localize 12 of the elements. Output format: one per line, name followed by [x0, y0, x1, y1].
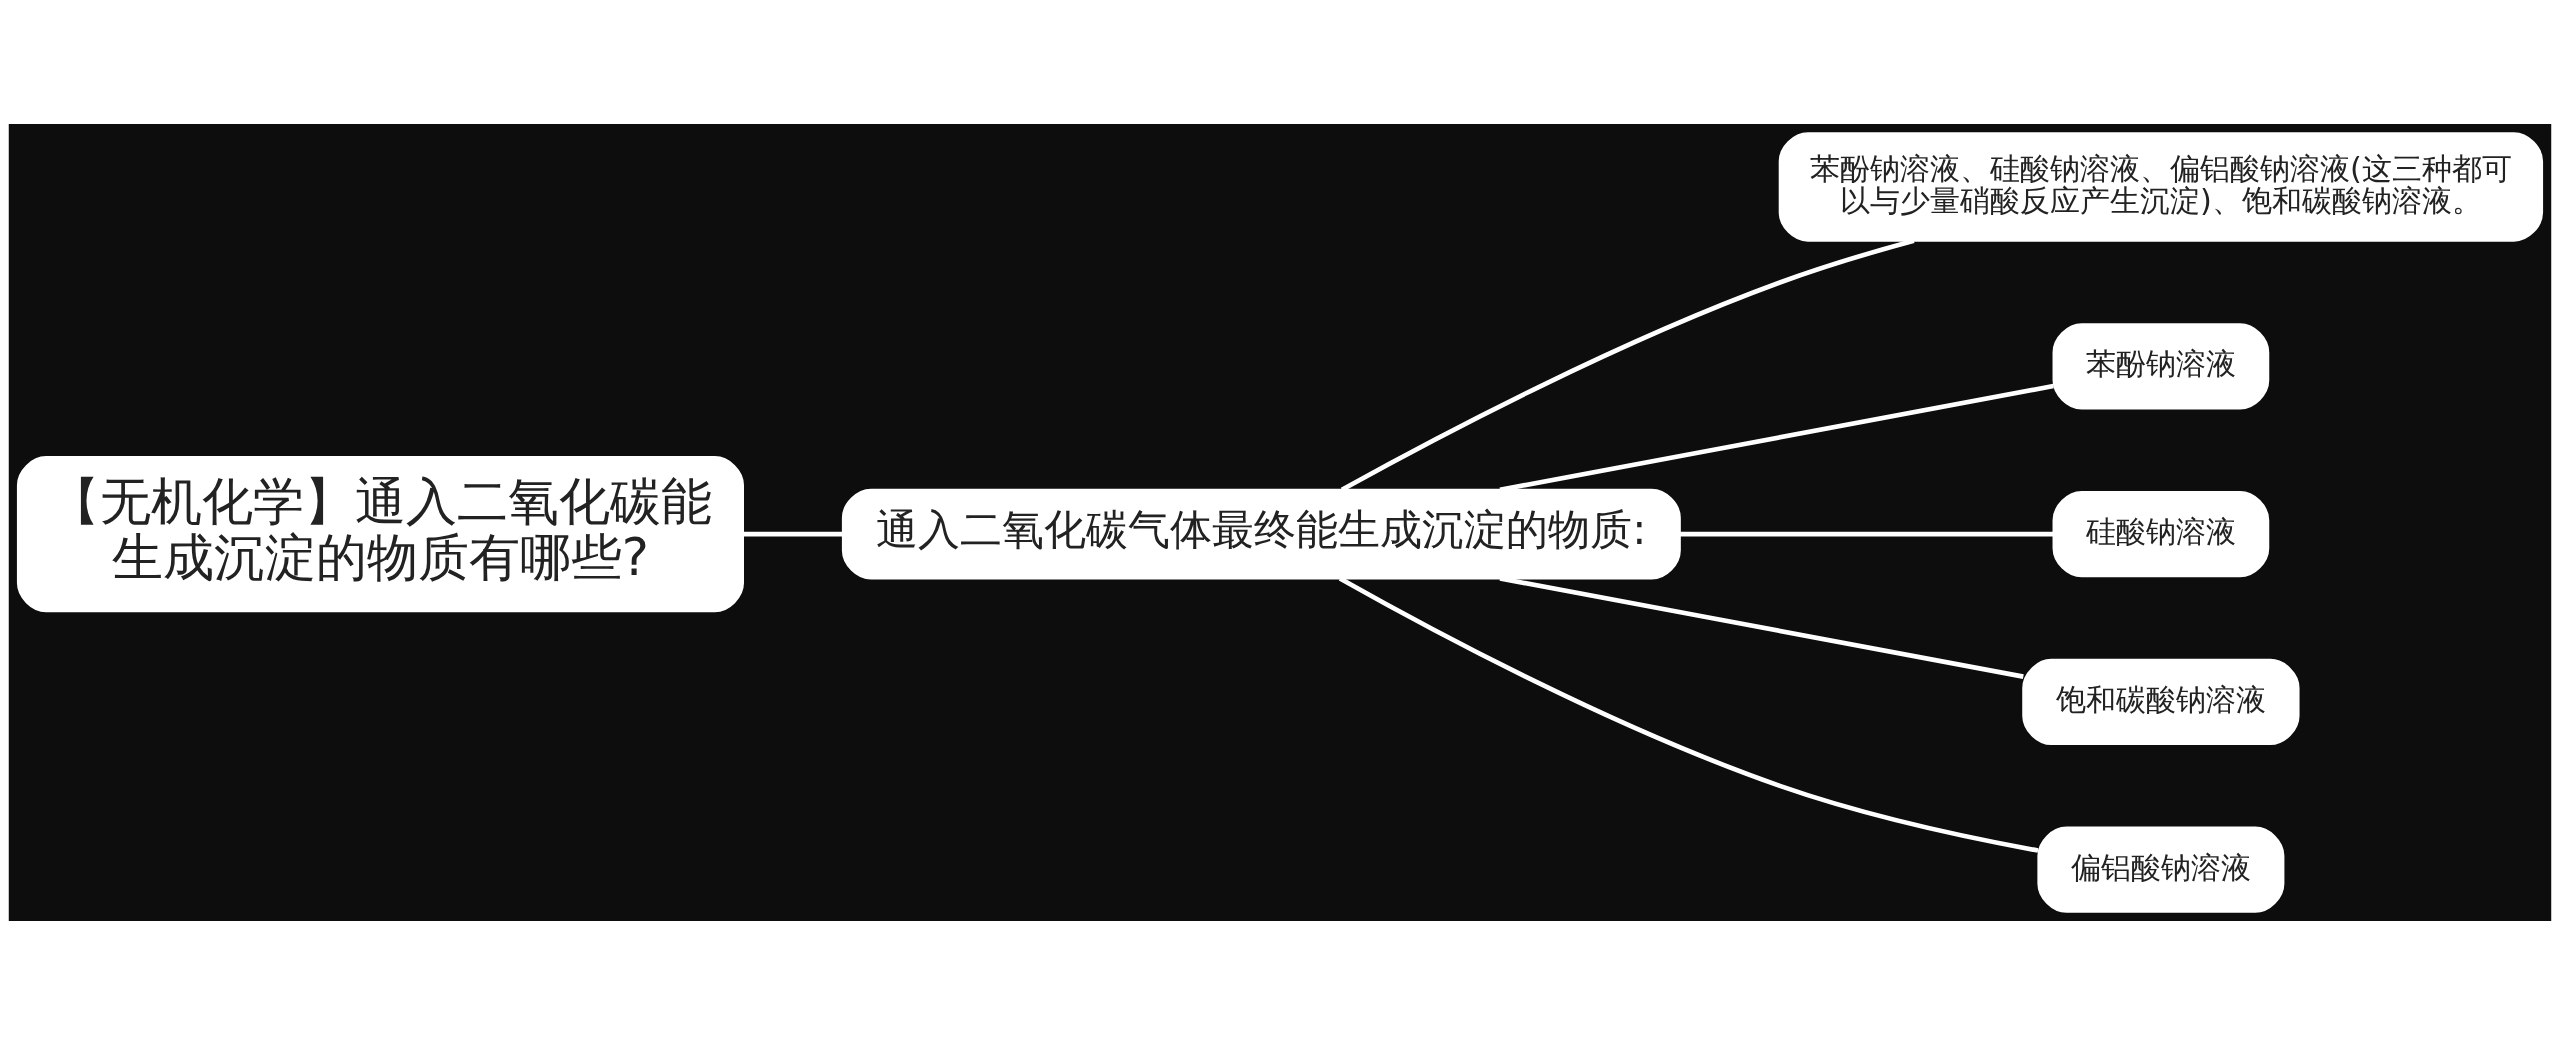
node-box: 【无机化学】通入二氧化碳能生成沉淀的物质有哪些? [16, 456, 744, 613]
connector [1340, 238, 1915, 492]
node-box: 饱和碳酸钠溶液 [2022, 658, 2300, 746]
connector [1679, 531, 2054, 537]
node-box: 硅酸钠溶液 [2052, 491, 2270, 578]
node-box: 偏铝酸钠溶液 [2037, 826, 2285, 913]
connector [1499, 576, 2024, 679]
node-box: 通入二氧化碳气体最终能生成沉淀的物质: [841, 488, 1681, 580]
node-box: 苯酚钠溶液、硅酸钠溶液、偏铝酸钠溶液(这三种都可以与少量硝酸反应产生沉淀)、饱和碳酸钠溶液。 [1778, 132, 2544, 242]
connector [1338, 576, 2039, 853]
node-box: 苯酚钠溶液 [2052, 323, 2270, 410]
connector [743, 531, 843, 537]
